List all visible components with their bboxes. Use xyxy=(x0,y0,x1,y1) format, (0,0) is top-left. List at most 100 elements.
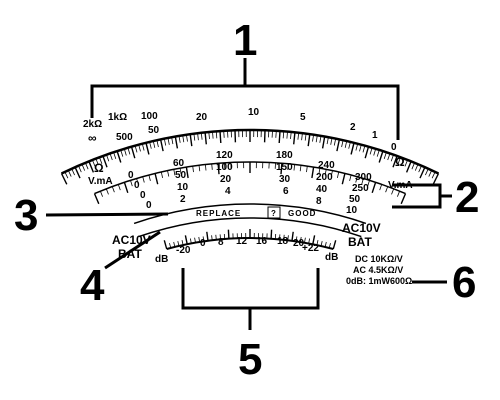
scale-tick xyxy=(328,243,331,248)
db-label-0: 0 xyxy=(200,238,206,249)
ohm-label-1k: 1kΩ xyxy=(108,112,127,123)
scale-tick xyxy=(120,149,124,157)
scale-tick xyxy=(123,182,129,194)
callout-4-label: 4 xyxy=(80,261,105,310)
scale-tick xyxy=(205,164,207,171)
callout-3-line xyxy=(45,212,169,217)
scale-tick xyxy=(138,144,141,152)
db-label-16: 16 xyxy=(256,236,268,247)
vma-col1-row4: 2 xyxy=(180,194,186,205)
scale-tick xyxy=(204,132,207,145)
ac10v-right: AC10V xyxy=(342,221,381,235)
scale-tick xyxy=(308,238,310,244)
scale-tick xyxy=(414,164,419,171)
vma-col3-row2: 150 xyxy=(276,162,293,173)
vma-col1-row1: 60 xyxy=(173,158,185,169)
scale-tick xyxy=(152,140,156,148)
scale-tick xyxy=(127,147,131,155)
db-label-minus20: -20 xyxy=(176,245,191,256)
scale-tick xyxy=(312,235,316,245)
scale-tick xyxy=(142,176,145,183)
scale-tick xyxy=(117,184,121,191)
bat-right: BAT xyxy=(348,235,372,249)
scale-tick xyxy=(186,134,188,142)
scale-tick xyxy=(371,182,377,194)
vma-col4-row1: 240 xyxy=(318,160,335,171)
callout-5-bracket xyxy=(181,268,320,330)
scale-tick xyxy=(208,131,210,139)
ohm-label-50: 50 xyxy=(148,125,160,136)
scale-tick xyxy=(341,140,344,148)
scale-tick xyxy=(282,131,285,139)
callout-4-line xyxy=(104,230,161,270)
vma-col2-row1: 120 xyxy=(216,150,233,161)
vma-unit-right: V.mA xyxy=(388,180,413,191)
battery-band-top-arc xyxy=(133,203,367,225)
scale-tick xyxy=(293,164,295,171)
vma-col3-row1: 180 xyxy=(276,150,293,161)
scale-tick xyxy=(431,171,436,179)
callout-3-label: 3 xyxy=(14,191,38,240)
scale-tick xyxy=(290,131,292,139)
scale-tick xyxy=(425,168,429,176)
scale-tick xyxy=(219,130,222,144)
vma-col5-row1: 300 xyxy=(355,172,372,183)
vma-zero-3: 0 xyxy=(140,190,146,201)
scale-tick xyxy=(275,130,277,138)
scale-tick xyxy=(217,163,220,175)
ohm-label-0: 0 xyxy=(391,142,397,153)
vma-col2-row2: 100 xyxy=(216,162,233,173)
scale-tick xyxy=(106,154,110,162)
scale-tick xyxy=(173,169,176,176)
scale-tick xyxy=(385,186,389,193)
scale-tick xyxy=(341,173,346,185)
scale-tick xyxy=(320,241,323,246)
scale-tick xyxy=(109,153,113,161)
scale-tick xyxy=(280,163,283,175)
scale-tick xyxy=(304,237,306,243)
scale-tick xyxy=(193,133,196,141)
callout-1-bracket xyxy=(90,58,400,140)
scale-tick xyxy=(67,170,72,177)
scale-tick xyxy=(173,241,176,247)
scale-tick xyxy=(332,240,337,250)
callout-1-label: 1 xyxy=(233,16,257,65)
scale-tick xyxy=(174,136,179,149)
battery-separator-box xyxy=(267,206,281,219)
scale-tick xyxy=(93,193,100,205)
scale-tick xyxy=(182,135,185,143)
scale-tick xyxy=(297,132,300,140)
scale-tick xyxy=(130,180,133,187)
scale-tick xyxy=(306,166,308,173)
scale-tick xyxy=(198,236,200,243)
vma-col5-row4: 10 xyxy=(346,205,358,216)
scale-tick xyxy=(113,152,117,160)
vma-col5-row2: 250 xyxy=(352,183,369,194)
callout-5-label: 5 xyxy=(238,335,262,384)
vma-zero-2: 0 xyxy=(134,180,140,191)
scale-tick xyxy=(312,134,314,142)
scale-tick xyxy=(81,164,86,171)
scale-tick xyxy=(177,241,180,246)
scale-tick xyxy=(100,191,103,197)
vma-scale-ticks xyxy=(93,162,407,205)
scale-tick xyxy=(130,146,136,159)
vma-zero-4: 0 xyxy=(146,200,152,211)
vma-col3-row4: 6 xyxy=(283,186,289,197)
scale-tick xyxy=(397,191,400,197)
ohm-label-5: 5 xyxy=(300,112,306,123)
scale-tick xyxy=(355,176,358,183)
scale-tick xyxy=(291,231,294,241)
scale-tick xyxy=(197,133,199,141)
scale-tick xyxy=(270,229,273,239)
battery-separator: ? xyxy=(271,209,277,218)
scale-tick xyxy=(227,229,230,239)
scale-tick xyxy=(390,154,394,162)
scale-tick xyxy=(167,170,170,177)
vma-col4-row3: 40 xyxy=(316,184,328,195)
scale-tick xyxy=(428,170,433,177)
scale-tick xyxy=(387,153,391,161)
scale-tick xyxy=(215,234,217,240)
scale-tick xyxy=(348,141,351,149)
